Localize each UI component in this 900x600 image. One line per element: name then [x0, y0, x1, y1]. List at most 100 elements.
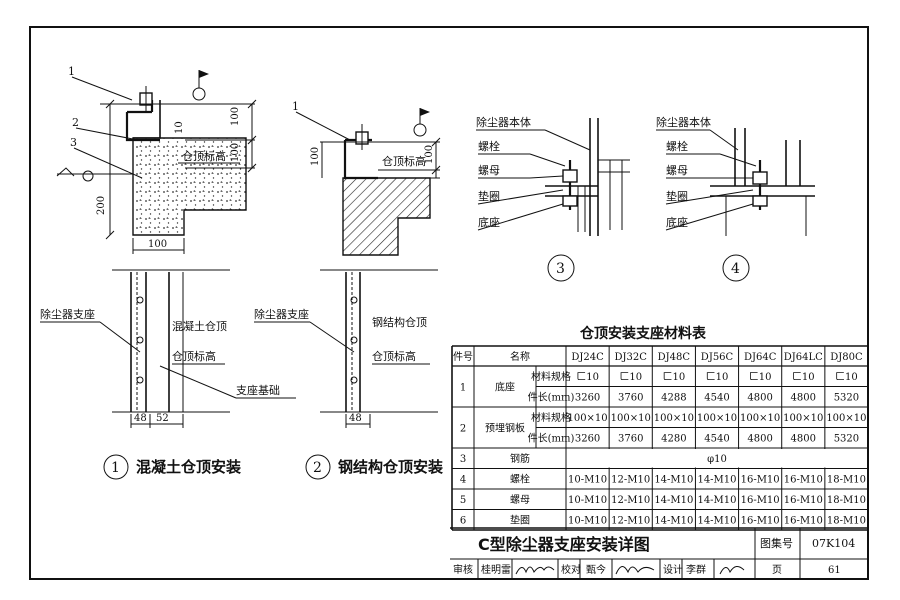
atlas-number: 07K104: [812, 537, 855, 550]
table-row-no: 3: [460, 454, 466, 465]
table-cell: ㄈ10: [576, 372, 599, 383]
table-row-name: 垫圈: [510, 514, 530, 527]
table-row-sub: 材料规格: [531, 370, 571, 383]
table-header-model: DJ80C: [830, 352, 863, 363]
table-span-cell: [567, 449, 867, 468]
table-cell: 16-M10: [741, 495, 780, 506]
d1-dim-h1: 100: [230, 107, 241, 126]
page-number: 61: [828, 565, 841, 576]
table-header-model: DJ24C: [571, 352, 604, 363]
table-cell: 10-M10: [568, 516, 607, 527]
table-row-name: 底座: [495, 381, 515, 394]
d4-number: 4: [731, 261, 740, 277]
table-row-name: 螺母: [510, 494, 530, 506]
drawing-title: C型除尘器支座安装详图: [478, 535, 650, 554]
atlas-label: 图集号: [760, 536, 793, 550]
d1-dim-h3: 200: [96, 196, 107, 215]
table-cell: 100×10: [740, 413, 780, 424]
table-header-model: DJ64C: [744, 352, 777, 363]
d2-plan-elevation-label: 仓顶标高: [372, 349, 416, 363]
table-cell: 4800: [747, 393, 772, 404]
title-block: C型除尘器支座安装详图 图集号 07K104 审核 桂明雷 校对 甄今 设计 李…: [450, 527, 868, 579]
detail-1-section: 100 100 10 200 100 仓顶标高 1 2 3: [56, 65, 257, 254]
table-row-no: 1: [460, 383, 466, 394]
d1-dim-gap: 10: [174, 121, 185, 134]
table-header-model: DJ64LC: [784, 352, 823, 363]
check-label: 校对: [561, 563, 581, 576]
table-cell: 4800: [791, 393, 816, 404]
reviewer-name: 桂明雷: [481, 563, 511, 576]
table-cell: 16-M10: [741, 516, 780, 527]
table-cell: 14-M10: [697, 475, 736, 486]
detail-1-plan: 除尘器支座 混凝土仓顶 仓顶标高 支座基础 48 52 1 混凝土仓顶安装: [40, 269, 296, 480]
table-row-sub: 材料规格: [531, 411, 571, 424]
table-cell: ㄈ10: [662, 372, 685, 383]
table-row-name: 钢筋: [510, 452, 530, 465]
d4-label-body: 除尘器本体: [656, 115, 711, 129]
d2-number: 2: [313, 460, 322, 476]
table-row-sub: 件长(mm): [528, 433, 575, 445]
table-cell: 5320: [834, 434, 859, 445]
table-cell: 14-M10: [654, 495, 693, 506]
table-cell: 3260: [575, 393, 600, 404]
table-header-no: 件号: [453, 351, 473, 363]
designer-signature: [719, 566, 745, 575]
d1-plan-base-label: 支座基础: [236, 383, 280, 397]
table-row-no: 4: [460, 475, 466, 486]
table-row-no: 5: [460, 495, 466, 506]
d3-label-washer: 垫圈: [478, 189, 500, 203]
table-header-model: DJ48C: [658, 352, 691, 363]
table-cell: 100×10: [697, 413, 737, 424]
table-cell: 14-M10: [697, 495, 736, 506]
table-cell: 16-M10: [784, 475, 823, 486]
table-cell: 14-M10: [654, 475, 693, 486]
d1-elevation-label: 仓顶标高: [182, 149, 226, 163]
table-cell: 12-M10: [611, 475, 650, 486]
table-cell: 10-M10: [568, 475, 607, 486]
table-cell: 12-M10: [611, 495, 650, 506]
detail-4-section: 除尘器本体 螺栓 螺母 垫圈 底座 4: [656, 115, 815, 282]
d4-label-washer: 垫圈: [666, 189, 688, 203]
table-cell: 3760: [618, 393, 643, 404]
table-header-model: DJ32C: [615, 352, 648, 363]
detail-2-plan: 除尘器支座 钢结构仓顶 仓顶标高 48 2 钢结构仓顶安装: [254, 269, 444, 480]
table-cell: 18-M10: [827, 516, 866, 527]
d2-plan-roof-label: 钢结构仓顶: [372, 315, 427, 329]
table-row-sub: 件长(mm): [528, 392, 575, 404]
table-cell: 16-M10: [784, 516, 823, 527]
table-cell: 3260: [575, 434, 600, 445]
d1-plan-roof-label: 混凝土仓顶: [172, 319, 227, 333]
d2-callout-1: 1: [292, 100, 299, 113]
table-row-no: 2: [460, 424, 466, 435]
sheet-border: [29, 26, 869, 580]
d2-dim-h2: 100: [310, 147, 321, 166]
table-cell: 16-M10: [741, 475, 780, 486]
table-grid: [451, 345, 868, 531]
table-cell: ㄈ10: [835, 372, 858, 383]
d2-dim-h1: 100: [424, 145, 435, 164]
detail-2-section: 100 100 仓顶标高 1: [292, 100, 441, 256]
d1-dim-h2: 100: [230, 143, 241, 162]
d4-label-bolt: 螺栓: [666, 139, 688, 153]
table-cell: 14-M10: [697, 516, 736, 527]
detail-3-section: 除尘器本体 螺栓 螺母 垫圈 底座 3: [476, 115, 630, 282]
d2-elevation-label: 仓顶标高: [382, 154, 426, 168]
d2-plan-support-label: 除尘器支座: [254, 307, 309, 321]
d3-number: 3: [556, 261, 565, 277]
designer-name: 李群: [686, 563, 706, 576]
design-label: 设计: [663, 563, 683, 576]
review-label: 审核: [453, 563, 473, 576]
d1-plan-support-label: 除尘器支座: [40, 307, 95, 321]
table-cell: 14-M10: [654, 516, 693, 527]
table-cell: ㄈ10: [749, 372, 772, 383]
table-cell: 16-M10: [784, 495, 823, 506]
table-cell: ㄈ10: [706, 372, 729, 383]
table-cell: 18-M10: [827, 495, 866, 506]
d1-callout-3: 3: [70, 136, 77, 149]
d3-label-body: 除尘器本体: [476, 115, 531, 129]
d1-number: 1: [111, 460, 120, 476]
table-header-model: DJ56C: [701, 352, 734, 363]
d3-label-bolt: 螺栓: [478, 139, 500, 153]
